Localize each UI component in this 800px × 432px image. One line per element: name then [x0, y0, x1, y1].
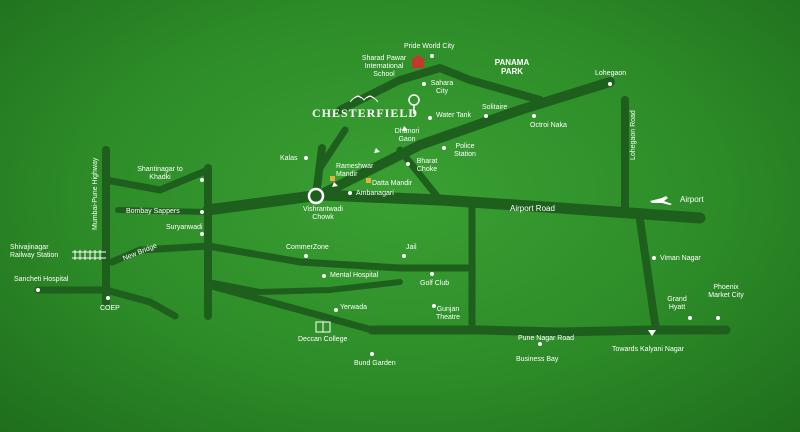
coep-dot — [106, 296, 110, 300]
airport-road-label: Airport Road — [510, 204, 555, 213]
towards-kalyani-nagar-label: Towards Kalyani Nagar — [612, 346, 684, 353]
book-icon — [315, 321, 331, 333]
shivajinagar-railway-label: Shivajinagar Railway Station — [10, 244, 59, 259]
phoenix-market-city-dot — [716, 316, 720, 320]
shantinagar-road — [102, 166, 212, 194]
school-icon — [410, 55, 426, 68]
lohegaon-road-label: Lohegaon Road — [630, 110, 637, 160]
bharat-choke-label: Bharat Choke — [416, 158, 438, 173]
rameshwar-mandir-marker — [330, 176, 335, 181]
sahara-city-dot — [422, 82, 426, 86]
kalas-road — [312, 144, 326, 199]
airport-label: Airport — [680, 195, 704, 204]
water-tank-dot — [428, 116, 432, 120]
yerwada-label: Yerwada — [340, 304, 367, 311]
bombay-sappers-dot — [200, 210, 204, 214]
new-bridge-road — [108, 242, 212, 266]
lohegaon-label: Lohegaon — [595, 70, 627, 77]
deccan-college-label: Deccan College — [298, 336, 348, 343]
jail-label: Jail — [406, 244, 417, 251]
golf-club-dot — [430, 272, 434, 276]
sahara-city-label: Sahara City — [430, 80, 454, 95]
bund-garden-dot — [370, 352, 374, 356]
mumbai-pune-highway-label: Mumbai-Pune Highway — [92, 157, 99, 230]
viman-nagar-label: Viman Nagar — [660, 255, 701, 262]
shantinagar-label: Shantinagar to Khadki — [137, 166, 183, 181]
bharat-choke-dot — [406, 162, 410, 166]
dhanori-lohegaon-road — [315, 77, 615, 200]
panama-park-label: PANAMA PARK — [494, 58, 530, 76]
suryanwadi-dot — [200, 232, 204, 236]
mental-hospital-label: Mental Hospital — [330, 272, 379, 279]
pune-nagar-road — [367, 325, 731, 337]
bund-garden-label: Bund Garden — [354, 360, 396, 367]
datta-mandir-marker — [366, 178, 371, 183]
sharad-pawar-school-label: Sharad Pawar International School — [361, 55, 407, 78]
octroi-naka-label: Octroi Naka — [530, 122, 567, 129]
project-name: CHESTERFIELD — [312, 106, 419, 120]
vishrantwadi-chowk-label: Vishrantwadi Chowk — [303, 206, 343, 221]
gunjan-theatre-dot — [432, 304, 436, 308]
kalas-dot — [304, 156, 308, 160]
viman-nagar-dot — [652, 256, 656, 260]
octroi-naka-dot — [532, 114, 536, 118]
golf-club-label: Golf Club — [420, 280, 450, 287]
solitaire-label: Solitaire — [482, 104, 508, 111]
business-bay-dot — [538, 342, 542, 346]
pride-world-road — [336, 63, 544, 114]
phoenix-market-city-label: Phoenix Market City — [708, 284, 744, 299]
coep-label: COEP — [100, 305, 120, 312]
pride-world-city-dot — [430, 54, 434, 58]
kalas-label: Kalas — [280, 155, 298, 162]
ambanagari-label: Ambanagari — [356, 190, 394, 197]
grand-hyatt-label: Grand Hyatt — [667, 296, 687, 311]
airplane-icon — [650, 196, 672, 205]
rameshwar-mandir-label: Rameshwar Mandir — [336, 163, 374, 178]
pune-nagar-road-label: Pune Nagar Road — [518, 335, 575, 342]
grand-hyatt-dot — [688, 316, 692, 320]
down-arrow-icon — [648, 330, 656, 336]
ambanagari-dot — [348, 191, 352, 195]
police-station-label: Police Station — [454, 143, 476, 158]
bombay-sappers-label: Bombay Sappers — [126, 208, 180, 215]
solitaire-dot — [484, 114, 488, 118]
police-station-dot — [442, 146, 446, 150]
yerwada-dot — [334, 308, 338, 312]
suryanwadi-label: Suryanwadi — [166, 224, 203, 231]
dhanori-gaon-label: Dhanori Gaon — [394, 128, 420, 143]
sancheti-hospital-dot — [36, 288, 40, 292]
commerzone-dot — [304, 254, 308, 258]
commerzone-road — [204, 242, 476, 272]
jail-dot — [402, 254, 406, 258]
commerzone-label: CommerZone — [286, 244, 329, 251]
vishrantwadi-chowk-marker — [307, 187, 325, 205]
shantinagar-dot — [200, 178, 204, 182]
business-bay-label: Business Bay — [516, 356, 559, 363]
sancheti-hospital-label: Sancheti Hospital — [14, 276, 69, 283]
mental-hospital-dot — [322, 274, 326, 278]
gunjan-theatre-label: Gunjan Theatre — [435, 306, 461, 321]
railway-icon — [72, 250, 106, 260]
datta-mandir-label: Datta Mandir — [372, 180, 413, 187]
location-pin-icon — [408, 94, 420, 114]
lohegaon-dot — [608, 82, 612, 86]
water-tank-label: Water Tank — [436, 112, 472, 119]
chesterfield-logo-mark — [349, 95, 379, 103]
pride-world-city-label: Pride World City — [404, 43, 455, 50]
coep-road — [34, 286, 179, 320]
